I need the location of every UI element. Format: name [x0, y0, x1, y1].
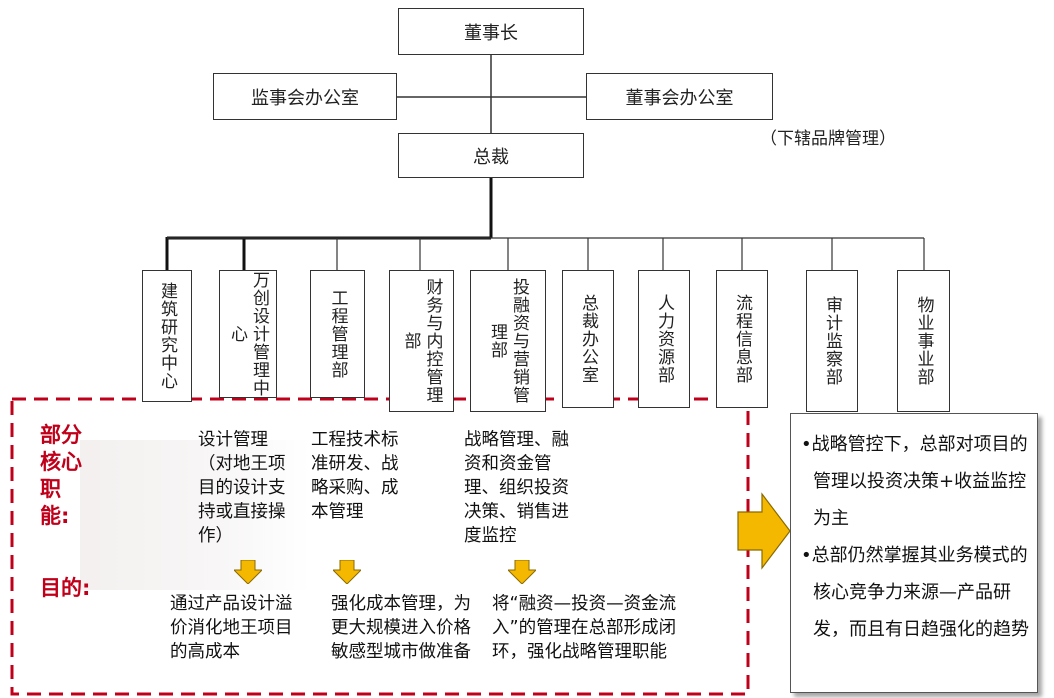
dept-label: 人力资源部: [654, 294, 674, 384]
dept-investment-marketing: 投融资与营销管理部: [470, 270, 546, 412]
summary-note: •战略管控下，总部对项目的管理以投资决策+收益监控为主 •总部仍然掌握其业务模式…: [790, 413, 1038, 693]
purpose-cost: 强化成本管理，为更大规模进入价格敏感型城市做准备: [331, 594, 471, 662]
dept-president-office: 总裁办公室: [562, 270, 614, 408]
down-arrow-icon: [333, 560, 361, 584]
chairman-label: 董事长: [464, 22, 518, 44]
core-functions-label: 部分核心职能:: [40, 423, 82, 528]
dept-label: 物业事业部: [913, 296, 934, 386]
summary-point-1: •战略管控下，总部对项目的管理以投资决策+收益监控为主: [801, 434, 1028, 529]
dept-label: 审计监察部: [822, 296, 842, 386]
president-box: 总裁: [398, 133, 584, 178]
board-office-box: 董事会办公室: [586, 73, 773, 120]
down-arrow-icon: [508, 560, 536, 584]
function-engineering: 工程技术标准研发、战略采购、成本管理: [311, 430, 399, 522]
board-office-label: 董事会办公室: [625, 87, 734, 109]
supervisor-office-label: 监事会办公室: [251, 87, 359, 109]
dept-label: 总裁办公室: [578, 294, 598, 384]
dept-label: 财务与内控管理部: [400, 278, 443, 404]
dept-label: 万创设计管理中心: [227, 271, 269, 397]
dept-design-management: 万创设计管理中心: [219, 270, 277, 398]
summary-point-2: •总部仍然掌握其业务模式的核心竞争力来源—产品研发，而且有日趋强化的趋势: [801, 545, 1029, 640]
down-arrow-icon: [234, 560, 262, 584]
dept-property-business: 物业事业部: [897, 270, 950, 412]
purpose-design: 通过产品设计溢价消化地王项目的高成本: [170, 594, 293, 662]
dept-finance-control: 财务与内控管理部: [389, 270, 454, 412]
function-strategy: 战略管理、融资和资金管理、组织投资决策、销售进度监控: [464, 430, 569, 546]
dept-audit-supervision: 审计监察部: [806, 270, 858, 412]
president-label: 总裁: [473, 146, 509, 168]
dept-label: 投融资与营销管理部: [487, 278, 529, 404]
dept-process-information: 流程信息部: [716, 270, 768, 408]
brand-management-note: （下辖品牌管理）: [760, 129, 896, 149]
dept-label: 建筑研究中心: [157, 282, 177, 390]
chairman-box: 董事长: [398, 8, 584, 55]
dept-human-resources: 人力资源部: [638, 270, 690, 408]
function-design: 设计管理（对地王项目的设计支持或直接操作）: [198, 430, 286, 546]
dept-engineering: 工程管理部: [310, 270, 365, 398]
dept-label: 流程信息部: [732, 294, 752, 384]
dept-label: 工程管理部: [327, 289, 348, 379]
purpose-label: 目的:: [40, 576, 91, 600]
background-watermark: [80, 440, 310, 590]
supervisor-office-box: 监事会办公室: [213, 73, 397, 120]
purpose-strategy: 将“融资—投资—资金流入”的管理在总部形成闭环，强化战略管理职能: [492, 594, 677, 662]
dept-building-research: 建筑研究中心: [142, 270, 192, 402]
